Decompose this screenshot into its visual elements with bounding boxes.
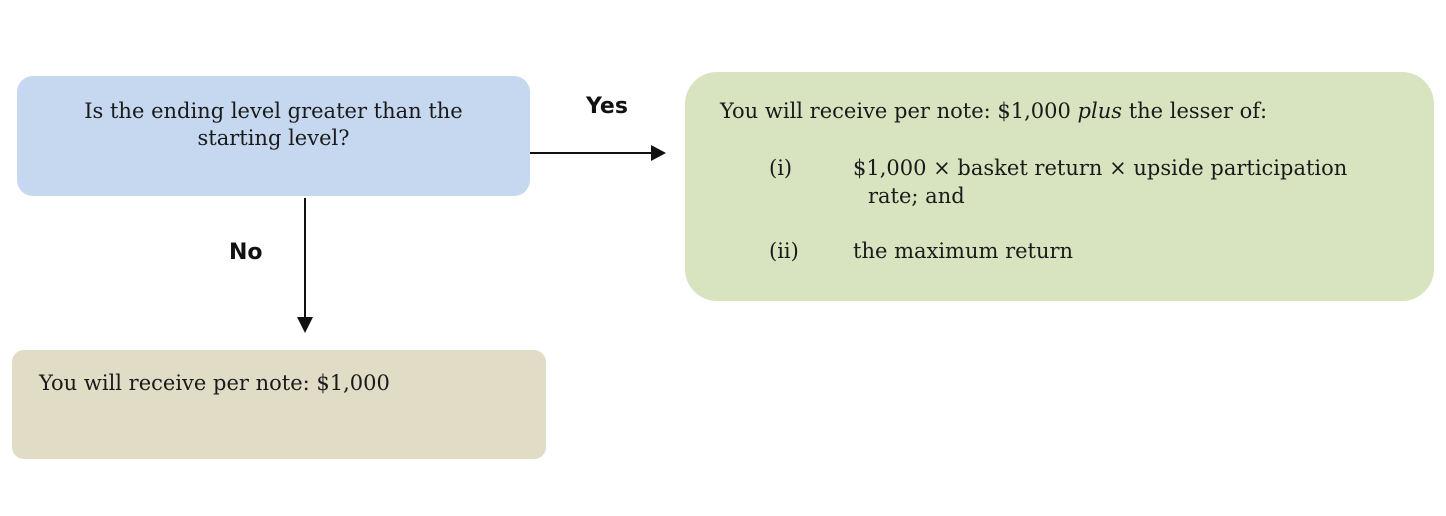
no-outcome-text: You will receive per note: $1,000: [39, 371, 390, 395]
no-arrowhead: [297, 317, 313, 333]
yes-arrowhead: [651, 145, 666, 161]
yes-outcome-intro: You will receive per note: $1,000 plus t…: [720, 99, 1267, 123]
no-label: No: [229, 240, 263, 265]
item-text-i-line1: $1,000 × basket return × upside particip…: [853, 156, 1348, 180]
item-text-ii: the maximum return: [853, 239, 1074, 263]
decision-question: Is the ending level greater than the sta…: [84, 99, 463, 150]
item-marker-i: (i): [769, 156, 793, 180]
decision-box: Is the ending level greater than the sta…: [17, 76, 530, 196]
yes-outcome-box: You will receive per note: $1,000 plus t…: [685, 72, 1434, 301]
yes-label: Yes: [586, 94, 628, 119]
intro-text-start: You will receive per note: $1,000: [720, 99, 1078, 123]
intro-text-emphasis: plus: [1077, 99, 1123, 123]
item-marker-ii: (ii): [769, 239, 799, 263]
intro-text-end: the lesser of:: [1122, 99, 1268, 123]
item-text-i-line2: rate; and: [868, 184, 965, 208]
no-outcome-box: You will receive per note: $1,000: [12, 350, 546, 459]
